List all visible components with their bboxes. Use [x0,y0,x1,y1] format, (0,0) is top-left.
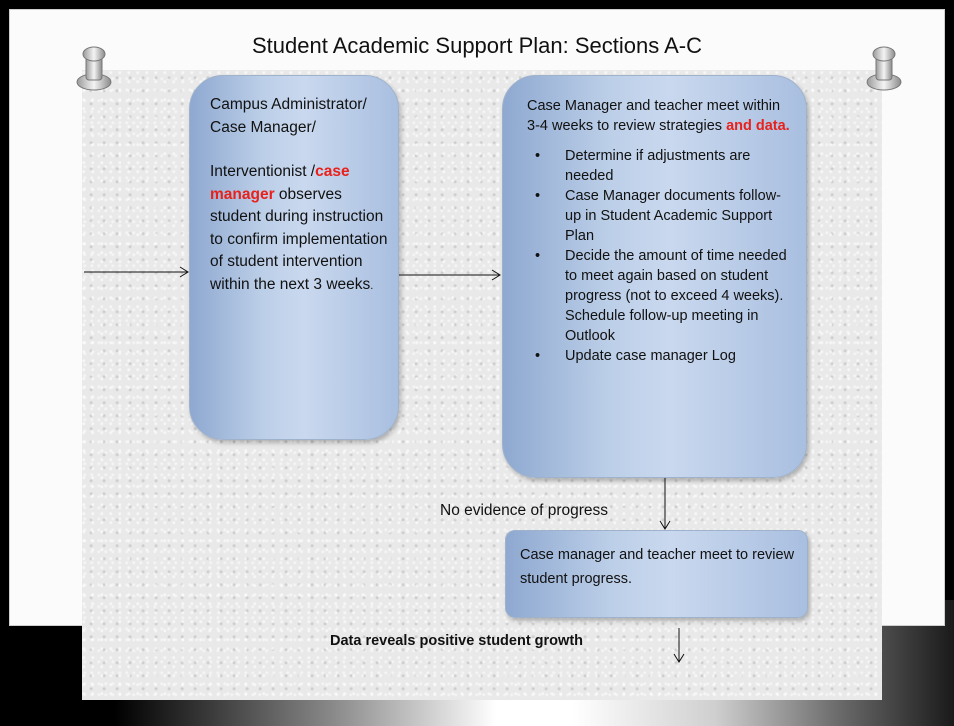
bullet-icon: • [535,148,541,164]
review-meeting-box: Case Manager and teacher meet within 3-4… [502,75,807,478]
review-bullet-list: • Determine if adjustments are needed • Ca… [527,146,796,366]
review-intro: Case Manager and teacher meet within 3-4… [527,96,796,136]
review-bullet-item: • Determine if adjustments are needed [527,146,796,186]
bullet-icon: • [535,248,541,264]
observation-text: Interventionist /case manager observes s… [210,161,388,297]
review-bullet-item: • Decide the amount of time needed to mee… [527,246,796,346]
progress-meeting-box: Case manager and teacher meet to review … [505,530,808,618]
review-bullet-text: Case Manager documents follow-up in Stud… [565,188,781,244]
review-bullet-item: • Update case manager Log [527,346,796,366]
positive-growth-label: Data reveals positive student growth [330,633,584,649]
pushpin-right-icon [866,46,902,91]
review-bullet-text: Update case manager Log [565,348,736,364]
review-bullet-text: Determine if adjustments are needed [565,148,751,184]
observation-roles: Campus Administrator/ Case Manager/ [210,96,367,136]
observation-prefix: Interventionist / [210,163,316,180]
arrowhead-2 [491,269,501,281]
observation-box: Campus Administrator/ Case Manager/ Inte… [189,75,399,440]
bullet-icon: • [535,348,541,364]
review-intro-highlight: and data. [726,118,790,134]
review-bullet-text: Decide the amount of time needed to meet… [565,248,787,344]
pushpin-left-icon [76,46,112,91]
arrowhead-3 [659,520,671,530]
arrowhead-1 [179,266,189,278]
observation-period: . [370,279,374,292]
observation-highlight: case manager [210,163,350,203]
bullet-icon: • [535,188,541,204]
no-progress-label: No evidence of progress [440,502,609,519]
observation-suffix: observes student during instruction to c… [210,185,388,293]
slide-title: Student Academic Support Plan: Sections … [251,33,703,58]
review-bullet-item: • Case Manager documents follow-up in Stu… [527,186,796,246]
progress-meeting-text: Case manager and teacher meet to review … [520,547,795,587]
review-intro-text: Case Manager and teacher meet within 3-4… [527,98,781,134]
arrowhead-4 [673,653,685,663]
